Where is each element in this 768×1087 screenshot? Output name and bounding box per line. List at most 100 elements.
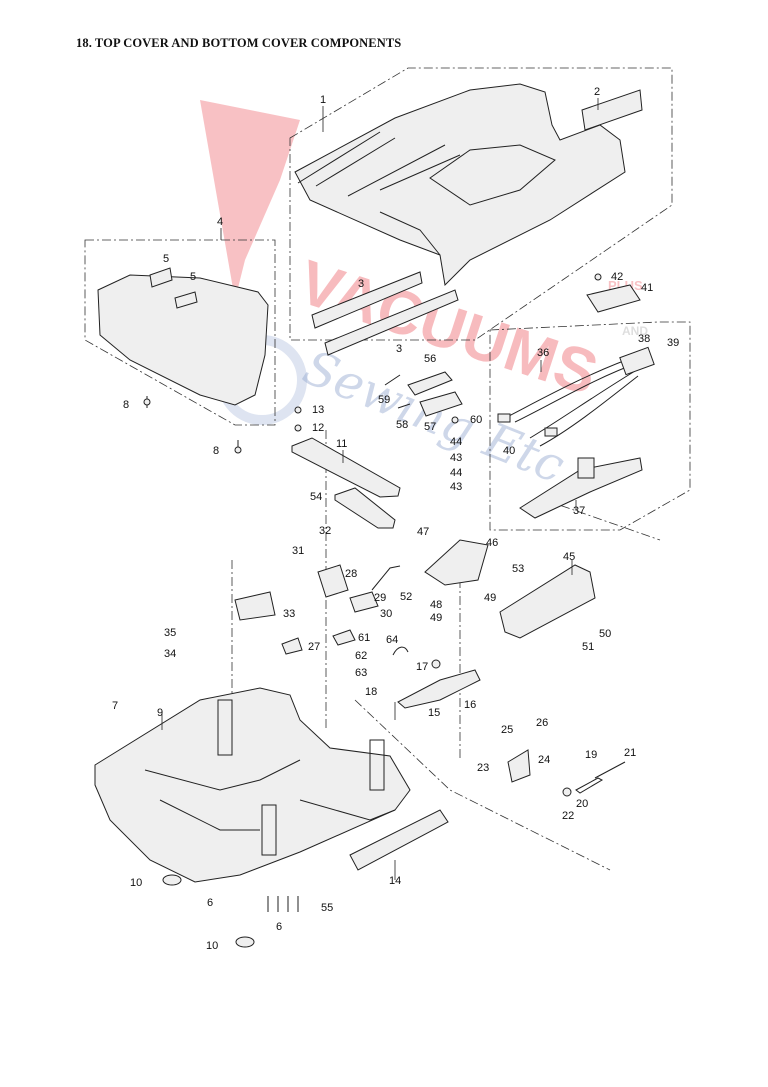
callout-label: 44	[450, 436, 462, 448]
callout-label: 43	[450, 481, 462, 493]
callout-label: 12	[312, 422, 324, 434]
callout-label: 59	[378, 394, 390, 406]
part-switch-bracket	[317, 564, 401, 613]
callout-label: 44	[450, 467, 462, 479]
callout-label: 42	[611, 271, 623, 283]
part-front-cover	[97, 267, 269, 406]
part-film-sheet	[234, 591, 276, 621]
callout-label: 31	[292, 545, 304, 557]
callout-label: 56	[424, 353, 436, 365]
callout-label: 45	[563, 551, 575, 563]
callout-label: 18	[365, 686, 377, 698]
callout-label: 34	[164, 648, 176, 660]
callout-label: 22	[562, 810, 574, 822]
callout-label: 62	[355, 650, 367, 662]
part-slide-rail	[499, 564, 596, 639]
part-top-cover	[294, 83, 626, 287]
callout-label: 29	[374, 592, 386, 604]
part-small-bracket	[586, 273, 641, 313]
callout-label: 6	[276, 921, 282, 933]
callout-label: 2	[594, 86, 600, 98]
callout-label: 10	[206, 940, 218, 952]
callout-label: 41	[641, 282, 653, 294]
part-small-clips	[281, 629, 409, 656]
callout-label: 60	[470, 414, 482, 426]
callout-label: 53	[512, 563, 524, 575]
callout-label: 23	[477, 762, 489, 774]
callout-label: 8	[123, 399, 129, 411]
callout-label: 32	[319, 525, 331, 537]
page-title: 18. TOP COVER AND BOTTOM COVER COMPONENT…	[76, 36, 402, 50]
callout-label: 51	[582, 641, 594, 653]
callout-label: 14	[389, 875, 401, 887]
callout-label: 5	[163, 253, 169, 265]
part-bottom-panel	[349, 809, 449, 871]
callout-label: 63	[355, 667, 367, 679]
callout-label: 7	[112, 700, 118, 712]
callout-label: 10	[130, 877, 142, 889]
callout-label: 36	[537, 347, 549, 359]
part-spring-assembly	[507, 749, 626, 797]
callout-label: 39	[667, 337, 679, 349]
callout-label: 33	[283, 608, 295, 620]
callout-label: 9	[157, 707, 163, 719]
part-switch-plate	[519, 457, 643, 519]
part-screw-set	[267, 896, 299, 912]
callout-label: 5	[190, 271, 196, 283]
callout-label: 48	[430, 599, 442, 611]
callout-label: 55	[321, 902, 333, 914]
leader-lines	[161, 98, 599, 880]
callout-label: 8	[213, 445, 219, 457]
callout-label: 17	[416, 661, 428, 673]
callout-label: 61	[358, 632, 370, 644]
callout-label: 16	[464, 699, 476, 711]
callout-label: 64	[386, 634, 398, 646]
callout-label: 30	[380, 608, 392, 620]
callout-label: 46	[486, 537, 498, 549]
callout-label: 49	[484, 592, 496, 604]
callout-label: 27	[308, 641, 320, 653]
callout-label: 25	[501, 724, 513, 736]
callout-label: 54	[310, 491, 322, 503]
part-latch-assembly	[384, 371, 463, 424]
part-screws	[143, 396, 302, 454]
callout-label: 28	[345, 568, 357, 580]
callout-label: 43	[450, 452, 462, 464]
watermark-small-text-2: AND	[622, 324, 648, 338]
part-bottom-cover	[94, 687, 411, 883]
part-label-sheet	[581, 89, 643, 131]
callout-label: 3	[396, 343, 402, 355]
part-rubber-feet	[162, 874, 255, 948]
callout-label: 40	[503, 445, 515, 457]
callout-label: 11	[336, 438, 347, 450]
callout-label: 37	[573, 505, 585, 517]
part-bracket-plates	[291, 437, 401, 529]
callout-label: 47	[417, 526, 429, 538]
callout-label: 15	[428, 707, 440, 719]
callout-label: 21	[624, 747, 636, 759]
watermark-red-swoosh	[200, 100, 300, 300]
callout-label: 13	[312, 404, 324, 416]
part-strips	[311, 271, 459, 356]
callout-label: 3	[358, 278, 364, 290]
callout-label: 35	[164, 627, 176, 639]
callout-label: 38	[638, 333, 650, 345]
callout-label: 24	[538, 754, 550, 766]
callout-label: 52	[400, 591, 412, 603]
callout-label: 58	[396, 419, 408, 431]
callout-label: 49	[430, 612, 442, 624]
callout-label: 6	[207, 897, 213, 909]
callout-label: 4	[217, 216, 223, 228]
callout-label: 26	[536, 717, 548, 729]
callout-labels: 1 2 3 3 4 5 5 6 6 7 8 8 9 10 10 11 12 13…	[112, 86, 679, 952]
callout-label: 50	[599, 628, 611, 640]
callout-label: 19	[585, 749, 597, 761]
part-wiring-harness	[497, 346, 655, 447]
callout-label: 57	[424, 421, 436, 433]
callout-label: 20	[576, 798, 588, 810]
part-lever-assembly	[397, 659, 481, 709]
callout-label: 1	[320, 94, 326, 106]
part-latch-plate	[424, 539, 489, 586]
